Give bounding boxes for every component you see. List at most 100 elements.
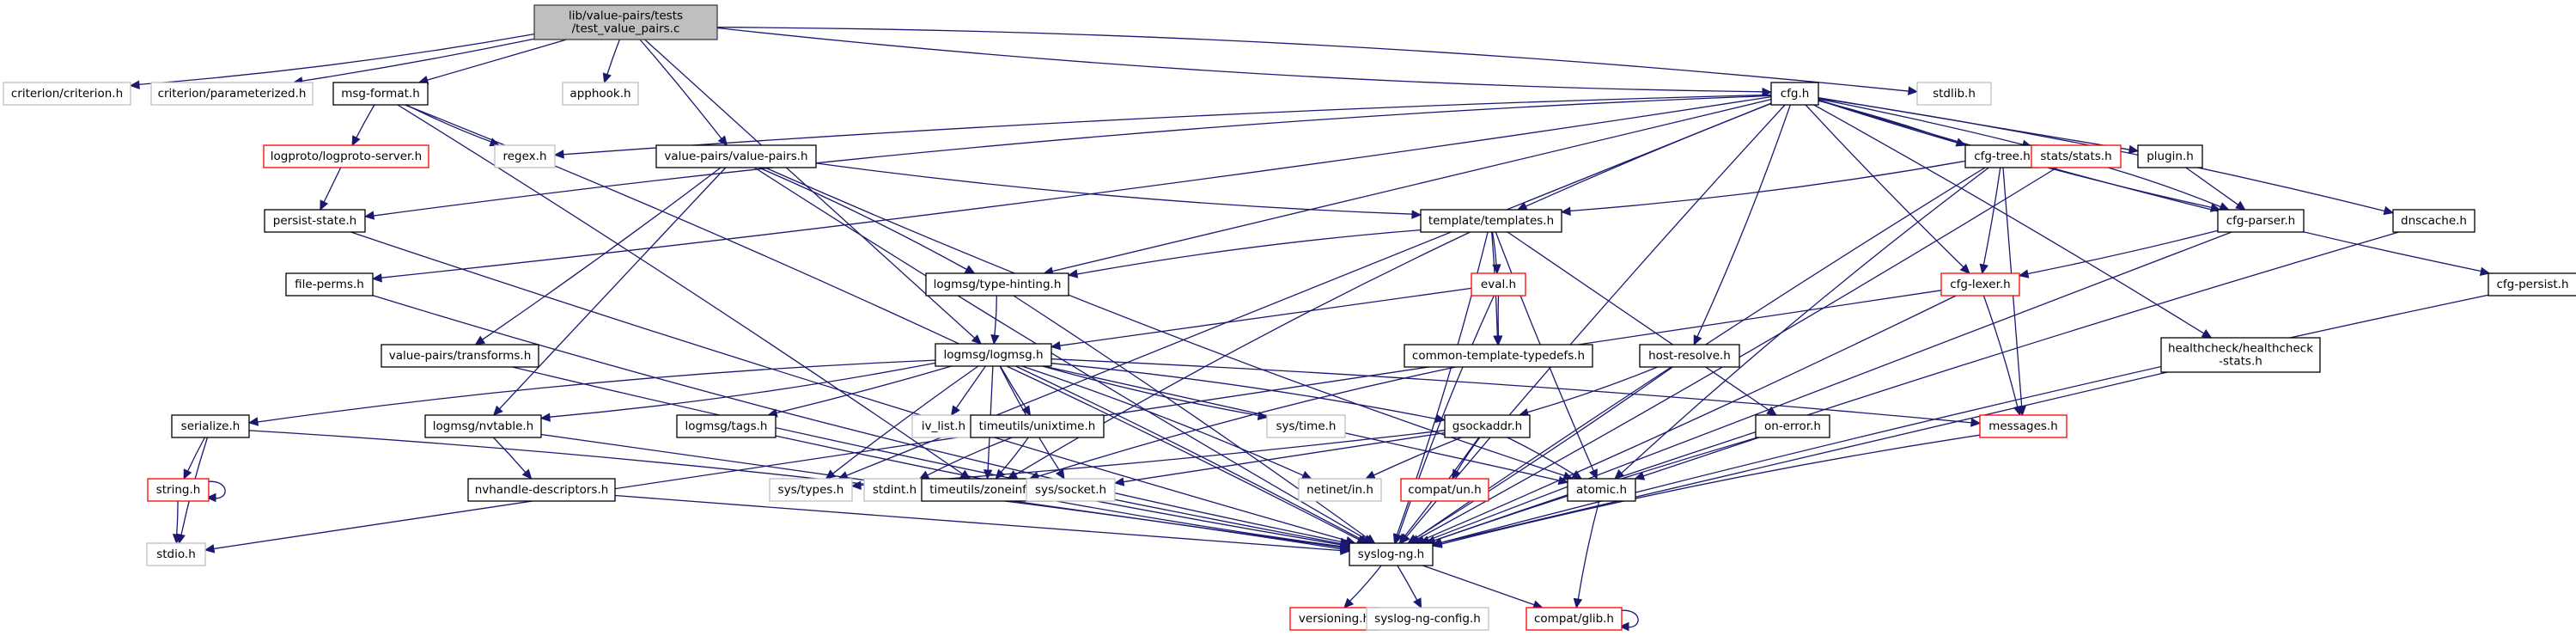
node-label: timeutils/zoneinfo.h (929, 483, 1044, 497)
node-logproto[interactable]: logproto/logproto-server.h (263, 144, 429, 168)
node-msgformat[interactable]: msg-format.h (332, 82, 429, 106)
arrowhead-icon (1113, 477, 1125, 486)
edge-cfg-to-cfglexer (1805, 104, 1970, 274)
edge-valuepairs-to-transforms (474, 167, 722, 346)
node-glib[interactable]: compat/glib.h (1526, 607, 1623, 631)
node-onerror[interactable]: on-error.h (1755, 414, 1830, 438)
node-hostresolve[interactable]: host-resolve.h (1639, 344, 1740, 368)
edge-typehint-to-logmsg (990, 295, 1000, 346)
node-logmsg[interactable]: logmsg/logmsg.h (935, 343, 1052, 367)
node-stats[interactable]: stats/stats.h (2031, 144, 2122, 168)
arrowhead-icon (492, 405, 503, 416)
edge-cfgtree-to-templates (1560, 160, 1966, 217)
node-label: netinet/in.h (1306, 483, 1373, 497)
node-box (1755, 414, 1830, 438)
node-label: syslog-ng.h (1358, 547, 1424, 561)
edge-line (1398, 295, 1495, 536)
node-typehint[interactable]: logmsg/type-hinting.h (925, 272, 1069, 297)
node-commontt[interactable]: common-template-typedefs.h (1404, 344, 1593, 368)
node-box (1366, 607, 1489, 631)
edge-transforms-to-syslogng (512, 366, 1351, 548)
node-syslogng[interactable]: syslog-ng.h (1349, 542, 1434, 566)
edge-line (176, 500, 179, 536)
node-string[interactable]: string.h (147, 478, 210, 502)
node-stdint: stdint.h (863, 478, 926, 502)
node-gsockaddr[interactable]: gsockaddr.h (1444, 414, 1531, 438)
arrowhead-icon (363, 211, 375, 220)
edge-line (1526, 366, 1658, 413)
node-nvtable[interactable]: logmsg/nvtable.h (424, 414, 542, 438)
arrowhead-icon (1557, 475, 1569, 486)
node-persist[interactable]: persist-state.h (264, 209, 366, 233)
edge-line (1050, 358, 1973, 424)
node-label: atomic.h (1576, 483, 1627, 497)
edge-line (426, 39, 567, 82)
node-atomic[interactable]: atomic.h (1567, 478, 1636, 502)
node-serialize[interactable]: serialize.h (171, 414, 250, 438)
node-label: /test_value_pairs.c (572, 22, 680, 36)
edge-line (1000, 437, 1029, 474)
node-box (171, 414, 250, 438)
node-tags[interactable]: logmsg/tags.h (676, 414, 776, 438)
arrowhead-icon (1908, 86, 1919, 95)
arrowhead-icon (964, 265, 976, 274)
edge-line (926, 437, 1013, 476)
node-label: persist-state.h (273, 214, 356, 228)
node-plugin[interactable]: plugin.h (2137, 144, 2203, 168)
node-compatun[interactable]: compat/un.h (1400, 478, 1489, 502)
node-label: compat/un.h (1408, 483, 1481, 497)
node-eval[interactable]: eval.h (1471, 272, 1526, 297)
edge-line (380, 95, 1772, 278)
node-healthcheck[interactable]: healthcheck/healthcheck-stats.h (2160, 337, 2321, 373)
node-unixtime[interactable]: timeutils/unixtime.h (970, 414, 1105, 438)
edge-root-to-valuepairs (639, 39, 728, 146)
edge-string-to-stdio (172, 500, 182, 545)
edge-line (639, 39, 723, 140)
node-label: sys/time.h (1276, 419, 1337, 433)
node-messages[interactable]: messages.h (1979, 414, 2067, 438)
node-label: file-perms.h (295, 278, 364, 291)
node-fileperms[interactable]: file-perms.h (285, 272, 374, 297)
node-label: cfg-parser.h (2226, 214, 2296, 228)
edge-line (758, 167, 968, 271)
edge-syslogng-to-glib (1422, 565, 1544, 609)
node-box (285, 272, 374, 297)
edge-line (1427, 231, 2232, 541)
edge-root-to-logmsg (644, 39, 983, 345)
edge-typehint-to-syslogng (1013, 295, 1376, 544)
node-transforms[interactable]: value-pairs/transforms.h (381, 344, 539, 368)
edge-line (2108, 167, 2222, 208)
node-label: criterion/parameterized.h (158, 87, 307, 101)
node-box (1444, 414, 1531, 438)
node-systime: sys/time.h (1266, 414, 1346, 438)
edge-gsockaddr-to-netinet (1364, 437, 1462, 480)
edge-line (2185, 167, 2239, 206)
node-cfgpersist[interactable]: cfg-persist.h (2488, 272, 2576, 297)
node-nvhandle[interactable]: nvhandle-descriptors.h (467, 478, 616, 502)
node-cfg[interactable]: cfg.h (1770, 82, 1819, 106)
node-versioning[interactable]: versioning.h (1289, 607, 1379, 631)
arrowhead-icon (539, 413, 551, 422)
node-cfglexer[interactable]: cfg-lexer.h (1940, 272, 2020, 297)
edge-glib-to-glib (1616, 609, 1639, 632)
node-root[interactable]: lib/value-pairs/tests/test_value_pairs.c (533, 4, 718, 40)
node-box (2488, 272, 2576, 297)
arrowhead-icon (1766, 406, 1777, 416)
edge-cfg-to-healthcheck (1813, 104, 2213, 339)
node-cfgtree[interactable]: cfg-tree.h (1964, 144, 2040, 168)
edge-line (1014, 231, 1471, 476)
arrowhead-icon (1571, 469, 1583, 480)
edge-line (1813, 104, 2205, 335)
edge-syslogng-to-versioning (1343, 565, 1382, 608)
edge-line (644, 39, 976, 339)
node-box (925, 272, 1069, 297)
node-dnscache[interactable]: dnscache.h (2392, 209, 2476, 233)
edge-line (716, 27, 1910, 92)
node-cfgparser[interactable]: cfg-parser.h (2217, 209, 2305, 233)
arrowhead-icon (1493, 335, 1503, 346)
node-label: logmsg/tags.h (685, 419, 768, 433)
node-valuepairs[interactable]: value-pairs/value-pairs.h (655, 144, 817, 168)
node-box (1420, 209, 1562, 233)
edge-line (372, 295, 1343, 543)
node-templates[interactable]: template/templates.h (1420, 209, 1562, 233)
